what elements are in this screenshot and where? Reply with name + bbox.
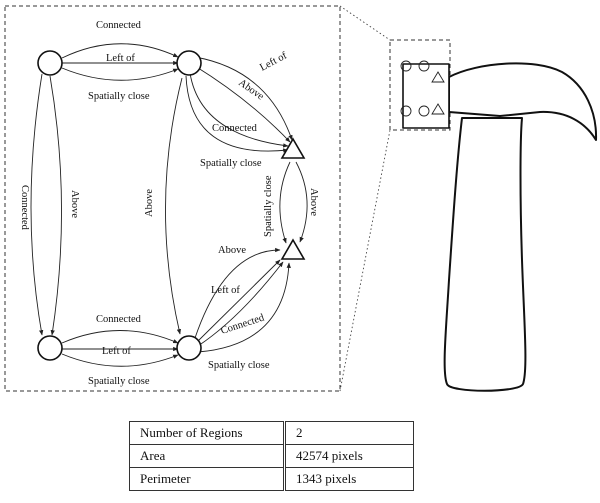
graph-edges <box>30 43 308 367</box>
node-top-left <box>37 50 63 76</box>
label-tr-connected: Connected <box>212 123 258 134</box>
label-top-left-of: Left of <box>106 53 135 64</box>
label-bottom-spatially-close: Spatially close <box>88 376 150 387</box>
label-top-spatially-close: Spatially close <box>88 91 150 102</box>
projection-line-bottom <box>339 129 391 392</box>
table-cell-value: 2 <box>283 421 414 445</box>
projection-line-top <box>339 5 391 41</box>
label-left-above: Above <box>69 190 80 218</box>
table-cell-value: 1343 pixels <box>283 467 414 491</box>
label-tr-spatially-close: Spatially close <box>200 158 262 169</box>
label-br-spatially-close: Spatially close <box>208 360 270 371</box>
label-tr-above: Above <box>236 77 266 102</box>
label-bottom-left-of: Left of <box>102 346 131 357</box>
node-triangle-upper <box>280 137 306 159</box>
hammer-icon <box>402 62 598 392</box>
label-left-connected: Connected <box>19 185 30 231</box>
table-cell-label: Area <box>129 444 285 468</box>
label-mid-above: Above <box>144 189 155 217</box>
table-cell-label: Perimeter <box>129 467 285 491</box>
label-br-connected: Connected <box>220 312 267 337</box>
zoom-frame <box>4 5 341 392</box>
label-tri-spatially-close: Spatially close <box>263 175 274 237</box>
label-tri-above: Above <box>308 188 319 216</box>
table-cell-value: 42574 pixels <box>283 444 414 468</box>
node-top-right <box>176 50 202 76</box>
label-br-above: Above <box>218 245 246 256</box>
table-cell-label: Number of Regions <box>129 421 285 445</box>
label-tr-left-of: Left of <box>258 50 289 73</box>
label-br-left-of: Left of <box>211 285 240 296</box>
table-row: Number of Regions 2 <box>129 421 414 445</box>
node-bottom-left <box>37 335 63 361</box>
node-triangle-lower <box>280 238 306 260</box>
table-row: Area 42574 pixels <box>129 444 414 468</box>
node-bottom-right <box>176 335 202 361</box>
edge-labels: Connected Left of Spatially close Left o… <box>19 20 319 387</box>
label-bottom-connected: Connected <box>96 314 142 325</box>
detail-graph-icon <box>400 60 445 117</box>
label-top-connected: Connected <box>96 20 142 31</box>
table-row: Perimeter 1343 pixels <box>129 467 414 491</box>
region-stats-table: Number of Regions 2 Area 42574 pixels Pe… <box>129 421 414 491</box>
